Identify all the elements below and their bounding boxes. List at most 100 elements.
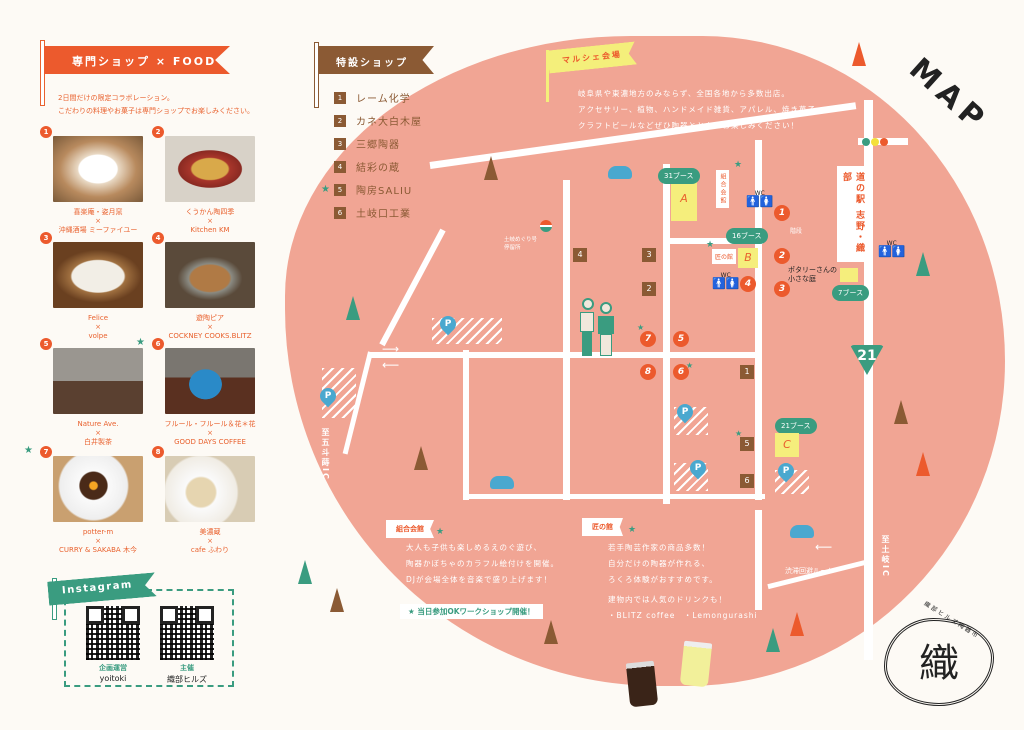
road [465,494,765,499]
shop-marker-5[interactable]: 5 [740,437,754,451]
booth-b[interactable]: B [738,248,758,268]
shop-marker-4[interactable]: 4 [573,248,587,262]
shop-marker-6[interactable]: 6 [740,474,754,488]
arrow-right-icon: ⟶ [382,342,400,356]
tree-icon [330,588,344,612]
road [755,140,762,500]
flag-pole [546,50,549,102]
car-icon [490,476,514,489]
workshop-banner: ★ 当日参加OKワークショップ開催！ [400,604,543,619]
wc-icon: WC🚹🚺 [878,240,906,258]
coffee-drink-image [625,660,659,708]
road [370,352,760,358]
kumiai-building[interactable]: 組合会館 [716,170,729,208]
star-icon: ★ [136,337,145,348]
tree-icon [852,42,866,66]
booth-count-c: 21ブース [775,418,817,434]
food-photo [165,348,255,414]
food-marker-6[interactable]: 6 [673,364,689,380]
star-icon: ★ [24,445,33,456]
parking-icon[interactable]: P [436,312,460,336]
food-number-badge: 1 [40,126,52,138]
food-photo [53,348,143,414]
shop-marker-1[interactable]: 1 [740,365,754,379]
people-illustration [578,298,618,358]
michinoeki-building[interactable]: 道の駅 志野・織部 [837,166,869,262]
flag-pole [314,42,319,108]
tree-icon [790,612,804,636]
tree-icon [766,628,780,652]
food-item-6[interactable]: ★6 フルール・フルール＆花＊花×GOOD DAYS COFFEE [136,337,256,446]
tree-icon [346,296,360,320]
wc-icon: WC🚹🚺 [712,272,740,290]
food-marker-7[interactable]: 7 [640,331,656,347]
arrow-left-icon: ⟵ [382,358,400,372]
star-icon: ★ [686,361,694,370]
food-item-7[interactable]: ★7 potter-m×CURRY & SAKABA 木今 [24,445,148,555]
food-number-badge: 4 [152,232,164,244]
qr-code-icon[interactable] [160,606,214,660]
tree-icon [894,400,908,424]
food-photo [165,242,255,308]
shop-marker-3[interactable]: 3 [642,248,656,262]
parking-icon[interactable]: P [774,459,798,483]
qr-code-icon[interactable] [86,606,140,660]
road [755,510,762,610]
food-number-badge: 5 [40,338,52,350]
detour-route-label: 渋滞回避ルート [785,567,834,575]
food-photo [53,136,143,202]
tree-icon [298,560,312,584]
star-icon: ★ [706,240,715,250]
food-marker-3[interactable]: 3 [774,281,790,297]
road-route21 [864,100,873,660]
food-number-badge: 3 [40,232,52,244]
food-marker-2[interactable]: 2 [774,248,790,264]
star-icon: ★ [436,527,445,537]
star-icon: ★ [637,323,645,332]
parking-icon[interactable]: P [673,400,697,424]
food-item-1[interactable]: 1 喜楽庵・姿月窯×沖縄酒場 ミーファイユー [40,126,148,235]
direction-gotoijima-ic: 至五斗蒔IC [321,428,330,481]
tree-icon [544,620,558,644]
food-marker-8[interactable]: 8 [640,364,656,380]
food-photo [165,456,255,522]
booth-7[interactable] [840,268,858,282]
booth-c[interactable]: C [775,433,799,457]
takumi-building[interactable]: 匠の館 [712,249,737,264]
wc-icon: WC🚹🚺 [746,190,774,208]
qr-oribe-hills[interactable]: 主催 織部ヒルズ [160,606,214,685]
food-marker-1[interactable]: 1 [774,205,790,221]
special-shop-title: 特設ショップ [318,46,434,74]
star-icon: ★ [408,607,418,616]
shop-marker-2[interactable]: 2 [642,282,656,296]
pottery-garden-label: ポタリーさんの小さな庭 [788,266,837,283]
food-item-8[interactable]: 8 美濃蔵×cafe ふわり [152,446,260,555]
star-icon: ★ [735,429,743,438]
food-photo [165,136,255,202]
takumi-description: 若手陶芸作家の商品多数！ 自分だけの陶器が作れる、 ろくろ体験がおすすめです。 … [608,543,758,620]
food-item-2[interactable]: 2 くうかん陶四季×Kitchen KM [152,126,260,235]
food-item-4[interactable]: 4 遊陶ピア×COCKNEY COOKS.BLITZ [152,232,260,341]
parking-icon[interactable]: P [686,456,710,480]
food-item-5[interactable]: 5 Nature Ave.×白井製茶 [40,338,148,447]
booth-a[interactable]: A [671,177,697,221]
bus-stop-label: 土岐めぐり号停留所 [504,237,538,251]
food-item-3[interactable]: 3 Felice×volpe [40,232,148,341]
direction-toki-ic: 至土岐IC [881,535,890,578]
qr-yoitoki[interactable]: 企画運営 yoitoki [86,606,140,683]
booth-count-b: 16ブース [726,228,768,244]
food-marker-5[interactable]: 5 [673,331,689,347]
arrow-left-icon: ⟵ [815,540,833,554]
food-marker-4[interactable]: 4 [740,276,756,292]
food-photo [53,456,143,522]
lemon-drink-image [679,640,713,688]
tree-icon [414,446,428,470]
parking-icon[interactable]: P [316,384,340,408]
stairs-label: 階段 [790,228,803,235]
